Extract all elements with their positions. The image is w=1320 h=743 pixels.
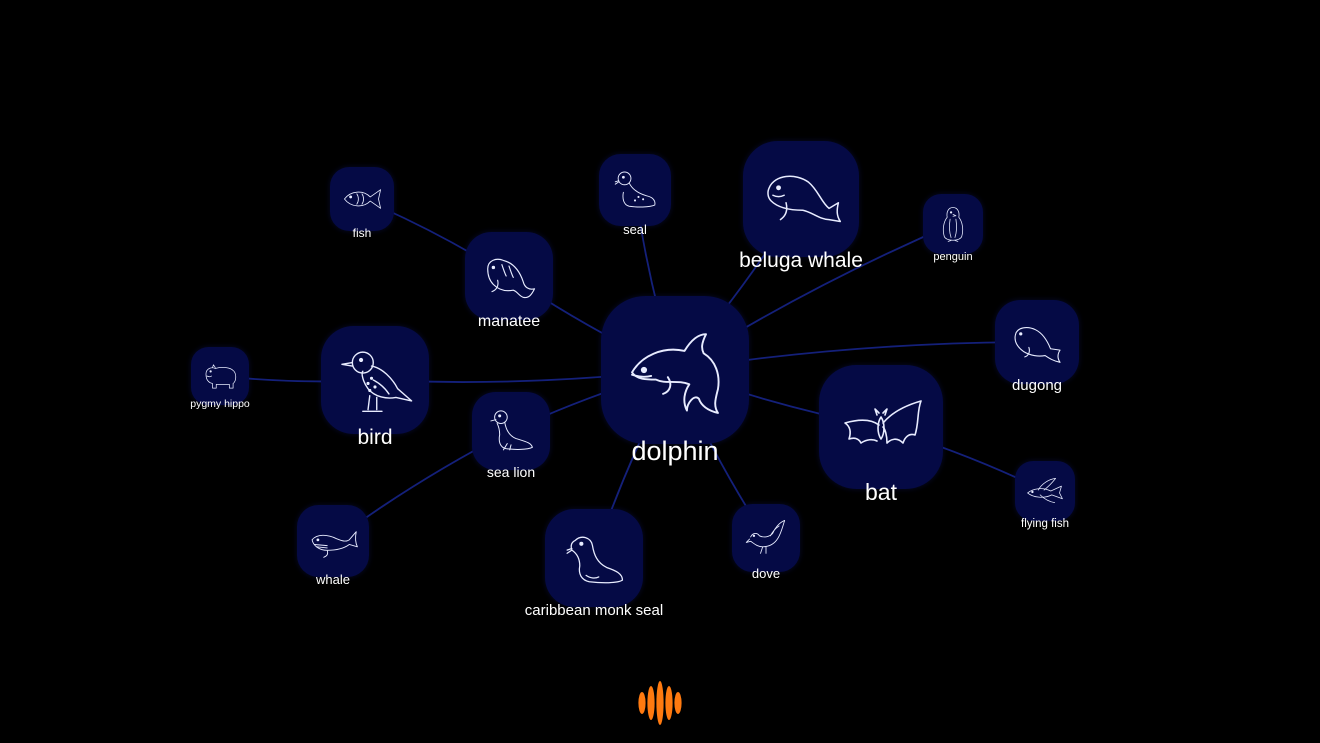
bird-icon	[341, 351, 413, 413]
dolphin-icon	[631, 333, 720, 414]
node-label: dugong	[1011, 376, 1063, 394]
node-tile	[545, 509, 643, 607]
node-whale[interactable]: whale	[297, 505, 369, 587]
manatee-icon	[487, 258, 536, 299]
beluga-whale-icon	[767, 175, 842, 223]
node-label: whale	[316, 571, 350, 587]
node-label: bat	[865, 479, 897, 506]
node-dugong[interactable]: dugong	[995, 300, 1079, 393]
node-tile	[923, 194, 983, 254]
node-tile	[819, 365, 943, 489]
bat-icon	[844, 400, 922, 444]
node-tile	[297, 505, 369, 577]
node-label: fish	[352, 226, 372, 241]
logo-bar	[674, 692, 682, 714]
node-label: dove	[751, 565, 781, 581]
node-dove[interactable]: dove	[732, 504, 800, 581]
monk-seal-icon	[566, 536, 624, 584]
node-label: caribbean monk seal	[524, 601, 664, 619]
node-bird[interactable]: bird	[321, 326, 429, 449]
node-bat[interactable]: bat	[819, 365, 943, 505]
node-penguin[interactable]: penguin	[923, 194, 983, 263]
node-tile	[330, 167, 394, 231]
node-tile	[732, 504, 800, 572]
node-sea-lion[interactable]: sea lion	[472, 392, 550, 480]
node-pygmy-hippo[interactable]: pygmy hippo	[190, 347, 250, 410]
node-label: bird	[357, 426, 393, 450]
node-tile	[321, 326, 429, 434]
dugong-icon	[1014, 327, 1061, 363]
node-label: penguin	[933, 250, 973, 263]
node-caribbean-monk-seal[interactable]: caribbean monk seal	[525, 509, 663, 618]
node-flying-fish[interactable]: flying fish	[1015, 461, 1075, 530]
node-dolphin[interactable]: dolphin	[601, 296, 749, 466]
node-tile	[191, 347, 249, 405]
whale-icon	[311, 531, 358, 558]
node-label: pygmy hippo	[190, 398, 250, 411]
node-tile	[1015, 461, 1075, 521]
node-label: seal	[623, 221, 647, 237]
seal-icon	[614, 171, 656, 208]
soundwave-logo-icon	[638, 681, 682, 725]
node-tile	[599, 154, 671, 226]
node-label: dolphin	[631, 436, 719, 467]
node-beluga-whale[interactable]: beluga whale	[739, 141, 863, 272]
node-tile	[465, 232, 553, 320]
node-tile	[601, 296, 749, 444]
logo-bar	[656, 681, 664, 725]
logo-bar	[665, 686, 673, 720]
node-tile	[995, 300, 1079, 384]
sea-lion-icon	[490, 410, 533, 451]
logo-bar	[638, 692, 646, 714]
pygmy-hippo-icon	[205, 364, 237, 389]
node-label: sea lion	[486, 464, 536, 481]
node-fish[interactable]: fish	[330, 167, 394, 240]
node-manatee[interactable]: manatee	[465, 232, 553, 330]
penguin-icon	[942, 207, 964, 242]
node-seal[interactable]: seal	[599, 154, 671, 237]
fish-icon	[344, 189, 381, 209]
dove-icon	[745, 520, 786, 554]
flying-fish-icon	[1027, 478, 1063, 503]
node-label: beluga whale	[739, 249, 863, 273]
node-label: manatee	[477, 313, 541, 331]
node-tile	[743, 141, 859, 257]
logo-bar	[647, 686, 655, 720]
node-label: flying fish	[1021, 517, 1069, 530]
node-tile	[472, 392, 550, 470]
